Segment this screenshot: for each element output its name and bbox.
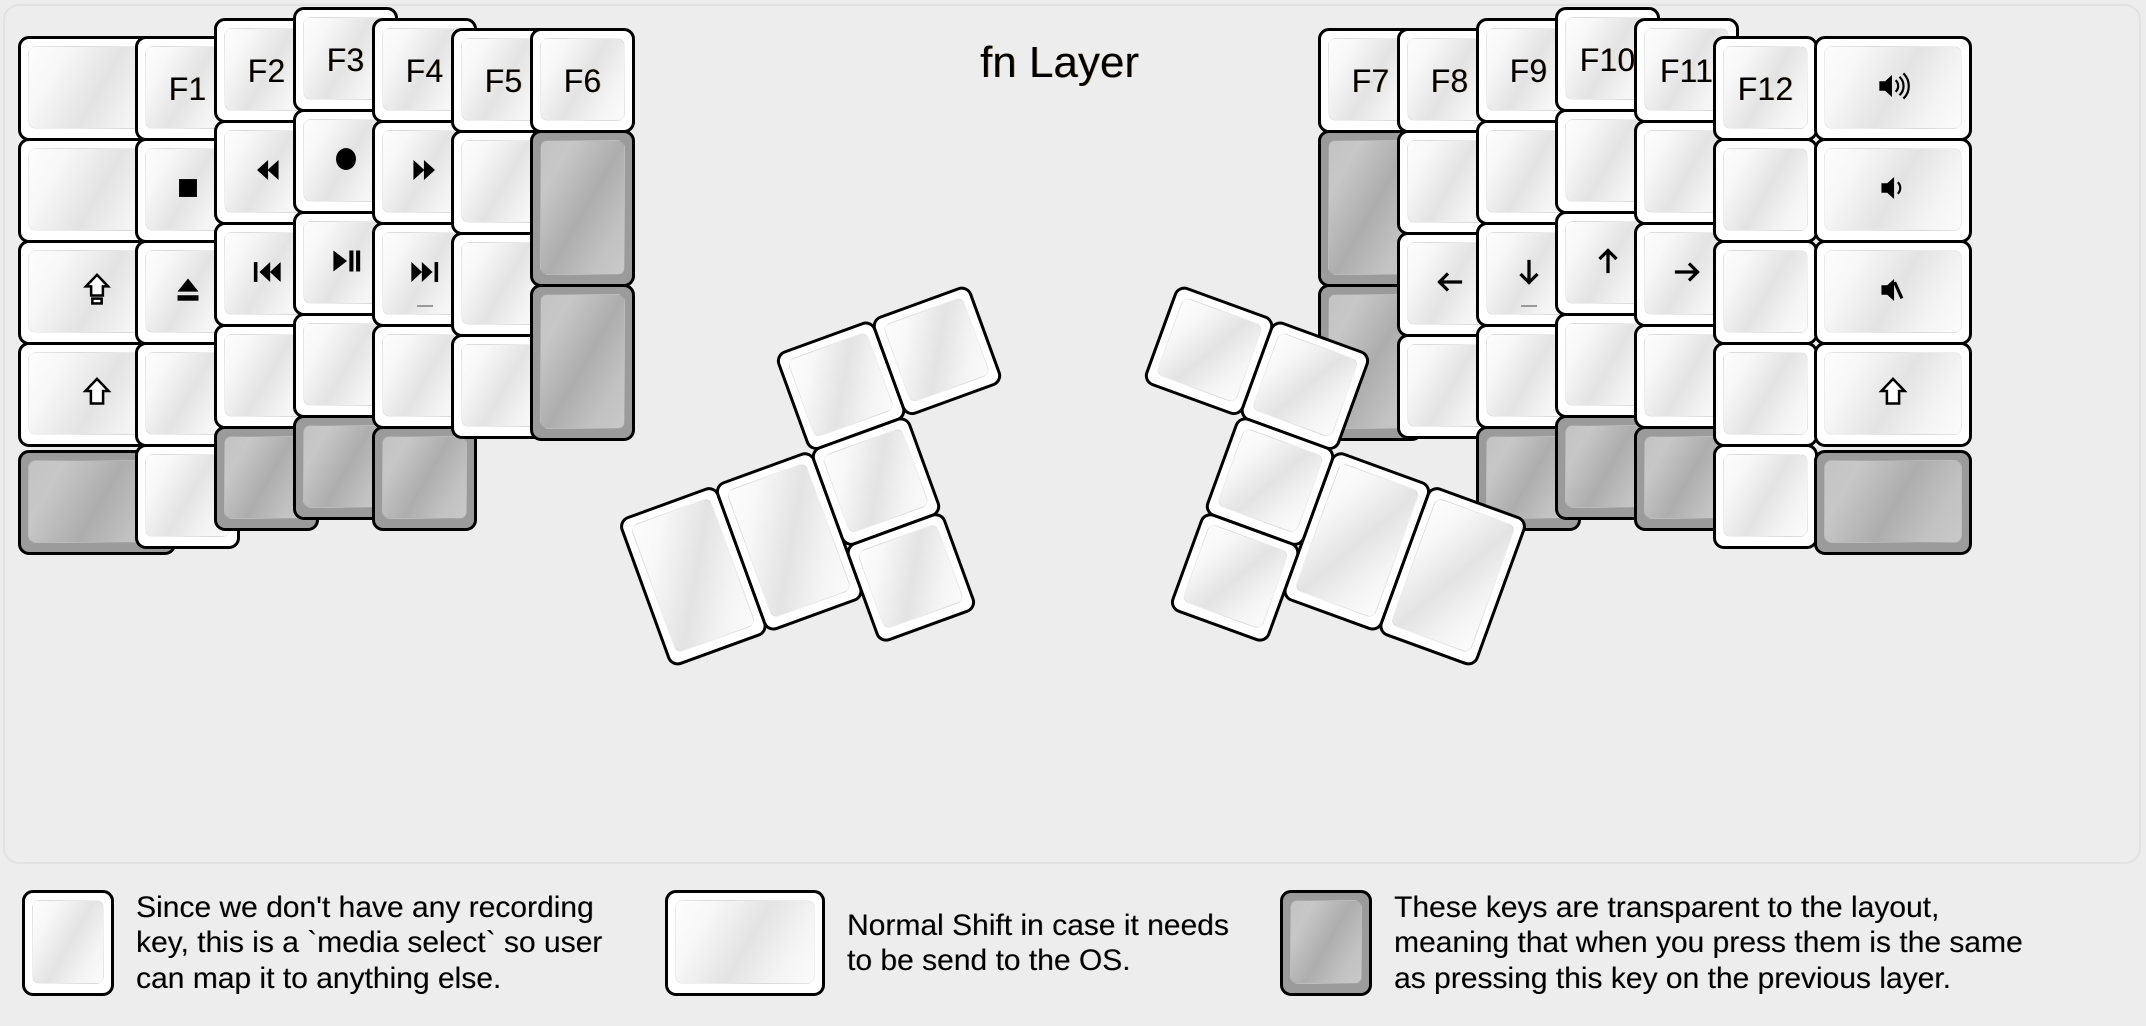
keycap-face	[540, 294, 625, 429]
key-col-f4-r4[interactable]	[372, 426, 477, 531]
keycap-face	[540, 140, 625, 275]
keycap-face	[1824, 148, 1962, 231]
key-col-outer-right-r1[interactable]	[1814, 138, 1972, 243]
key-col-f12-r2[interactable]	[1713, 240, 1818, 345]
key-col-f6-r1[interactable]	[530, 130, 635, 287]
keycap-face	[1824, 46, 1962, 129]
keycap-face	[382, 436, 467, 519]
key-col-outer-right-r2[interactable]	[1814, 240, 1972, 345]
keycap-face	[1290, 900, 1362, 985]
keycap-face	[1723, 46, 1808, 129]
keycap-sub-tick	[416, 305, 433, 307]
keycap-face	[1723, 250, 1808, 333]
key-col-outer-right-r3[interactable]	[1814, 342, 1972, 447]
keycap-face	[1723, 148, 1808, 231]
legend-item-2: Normal Shift in case it needs to be send…	[665, 890, 1229, 996]
key-col-f1-r4[interactable]	[135, 444, 240, 549]
keycap-face	[786, 331, 895, 439]
legend-item-3: These keys are transparent to the layout…	[1280, 890, 2023, 997]
keycap-face	[1723, 454, 1808, 537]
page-title: fn Layer	[980, 38, 1139, 87]
legend-text-1: Since we don't have any recording key, t…	[136, 891, 603, 995]
legend-text-2: Normal Shift in case it needs to be send…	[847, 908, 1229, 977]
key-col-outer-right-r4[interactable]	[1814, 450, 1972, 555]
key-col-f12-r4[interactable]	[1713, 444, 1818, 549]
keycap-face	[821, 427, 930, 535]
keycap-face	[856, 522, 965, 631]
keycap-face	[1824, 352, 1962, 435]
legend-item-1: Since we don't have any recording key, t…	[22, 890, 603, 997]
keycap-face	[882, 296, 991, 404]
keycap-face	[1251, 331, 1360, 439]
key-col-f6-r0[interactable]: F6	[530, 28, 635, 133]
keycap-face	[540, 38, 625, 121]
keycap-face	[1824, 250, 1962, 333]
keycap-face	[1824, 460, 1962, 543]
key-col-f12-r0[interactable]: F12	[1713, 36, 1818, 141]
legend-key-1	[22, 890, 114, 997]
key-col-outer-right-r0[interactable]	[1814, 36, 1972, 141]
keycap-sub-tick	[1520, 305, 1537, 307]
key-col-f12-r1[interactable]	[1713, 138, 1818, 243]
key-col-f12-r3[interactable]	[1713, 342, 1818, 447]
key-col-f6-r2[interactable]	[530, 284, 635, 441]
legend-key-3	[1280, 890, 1372, 997]
keycap-face	[675, 900, 815, 984]
legend-text-3: These keys are transparent to the layout…	[1394, 891, 2023, 995]
keycap-face	[1723, 352, 1808, 435]
keycap-face	[1155, 296, 1264, 404]
keycap-face	[1181, 522, 1290, 631]
keycap-face	[1216, 427, 1325, 535]
legend-key-2	[665, 890, 825, 996]
keycap-face	[32, 900, 104, 985]
